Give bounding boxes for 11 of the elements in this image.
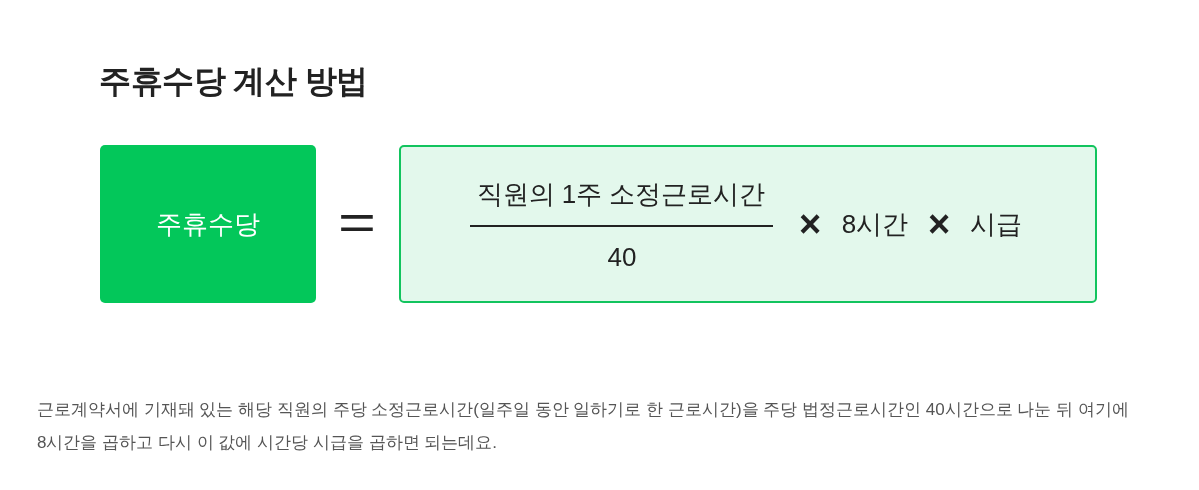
formula-box bbox=[399, 145, 1097, 303]
equals-sign: = bbox=[338, 202, 376, 242]
multiply-sign: × bbox=[927, 203, 951, 247]
heading: 주휴수당 계산 방법 bbox=[99, 62, 368, 101]
formula-term: 8시간 bbox=[841, 210, 909, 240]
numerator-text: 직원의 1주 소정근로시간 bbox=[476, 180, 766, 210]
multiply-sign: × bbox=[798, 203, 822, 247]
caption-text: 근로계약서에 기재돼 있는 해당 직원의 주당 소정근로시간(일주일 동안 일하기로 한 근로시간)을 주당 법정근로시간인 40시간으로 나눈 뒤 여기에 8시간을 곱하고 다시 이 값에 시간당 시급을 곱하면 되는데요. bbox=[37, 399, 1130, 454]
formula-term: 시급 bbox=[970, 210, 1022, 240]
result-box: 주휴수당 bbox=[100, 145, 316, 303]
denominator-text: 40 bbox=[607, 243, 637, 273]
